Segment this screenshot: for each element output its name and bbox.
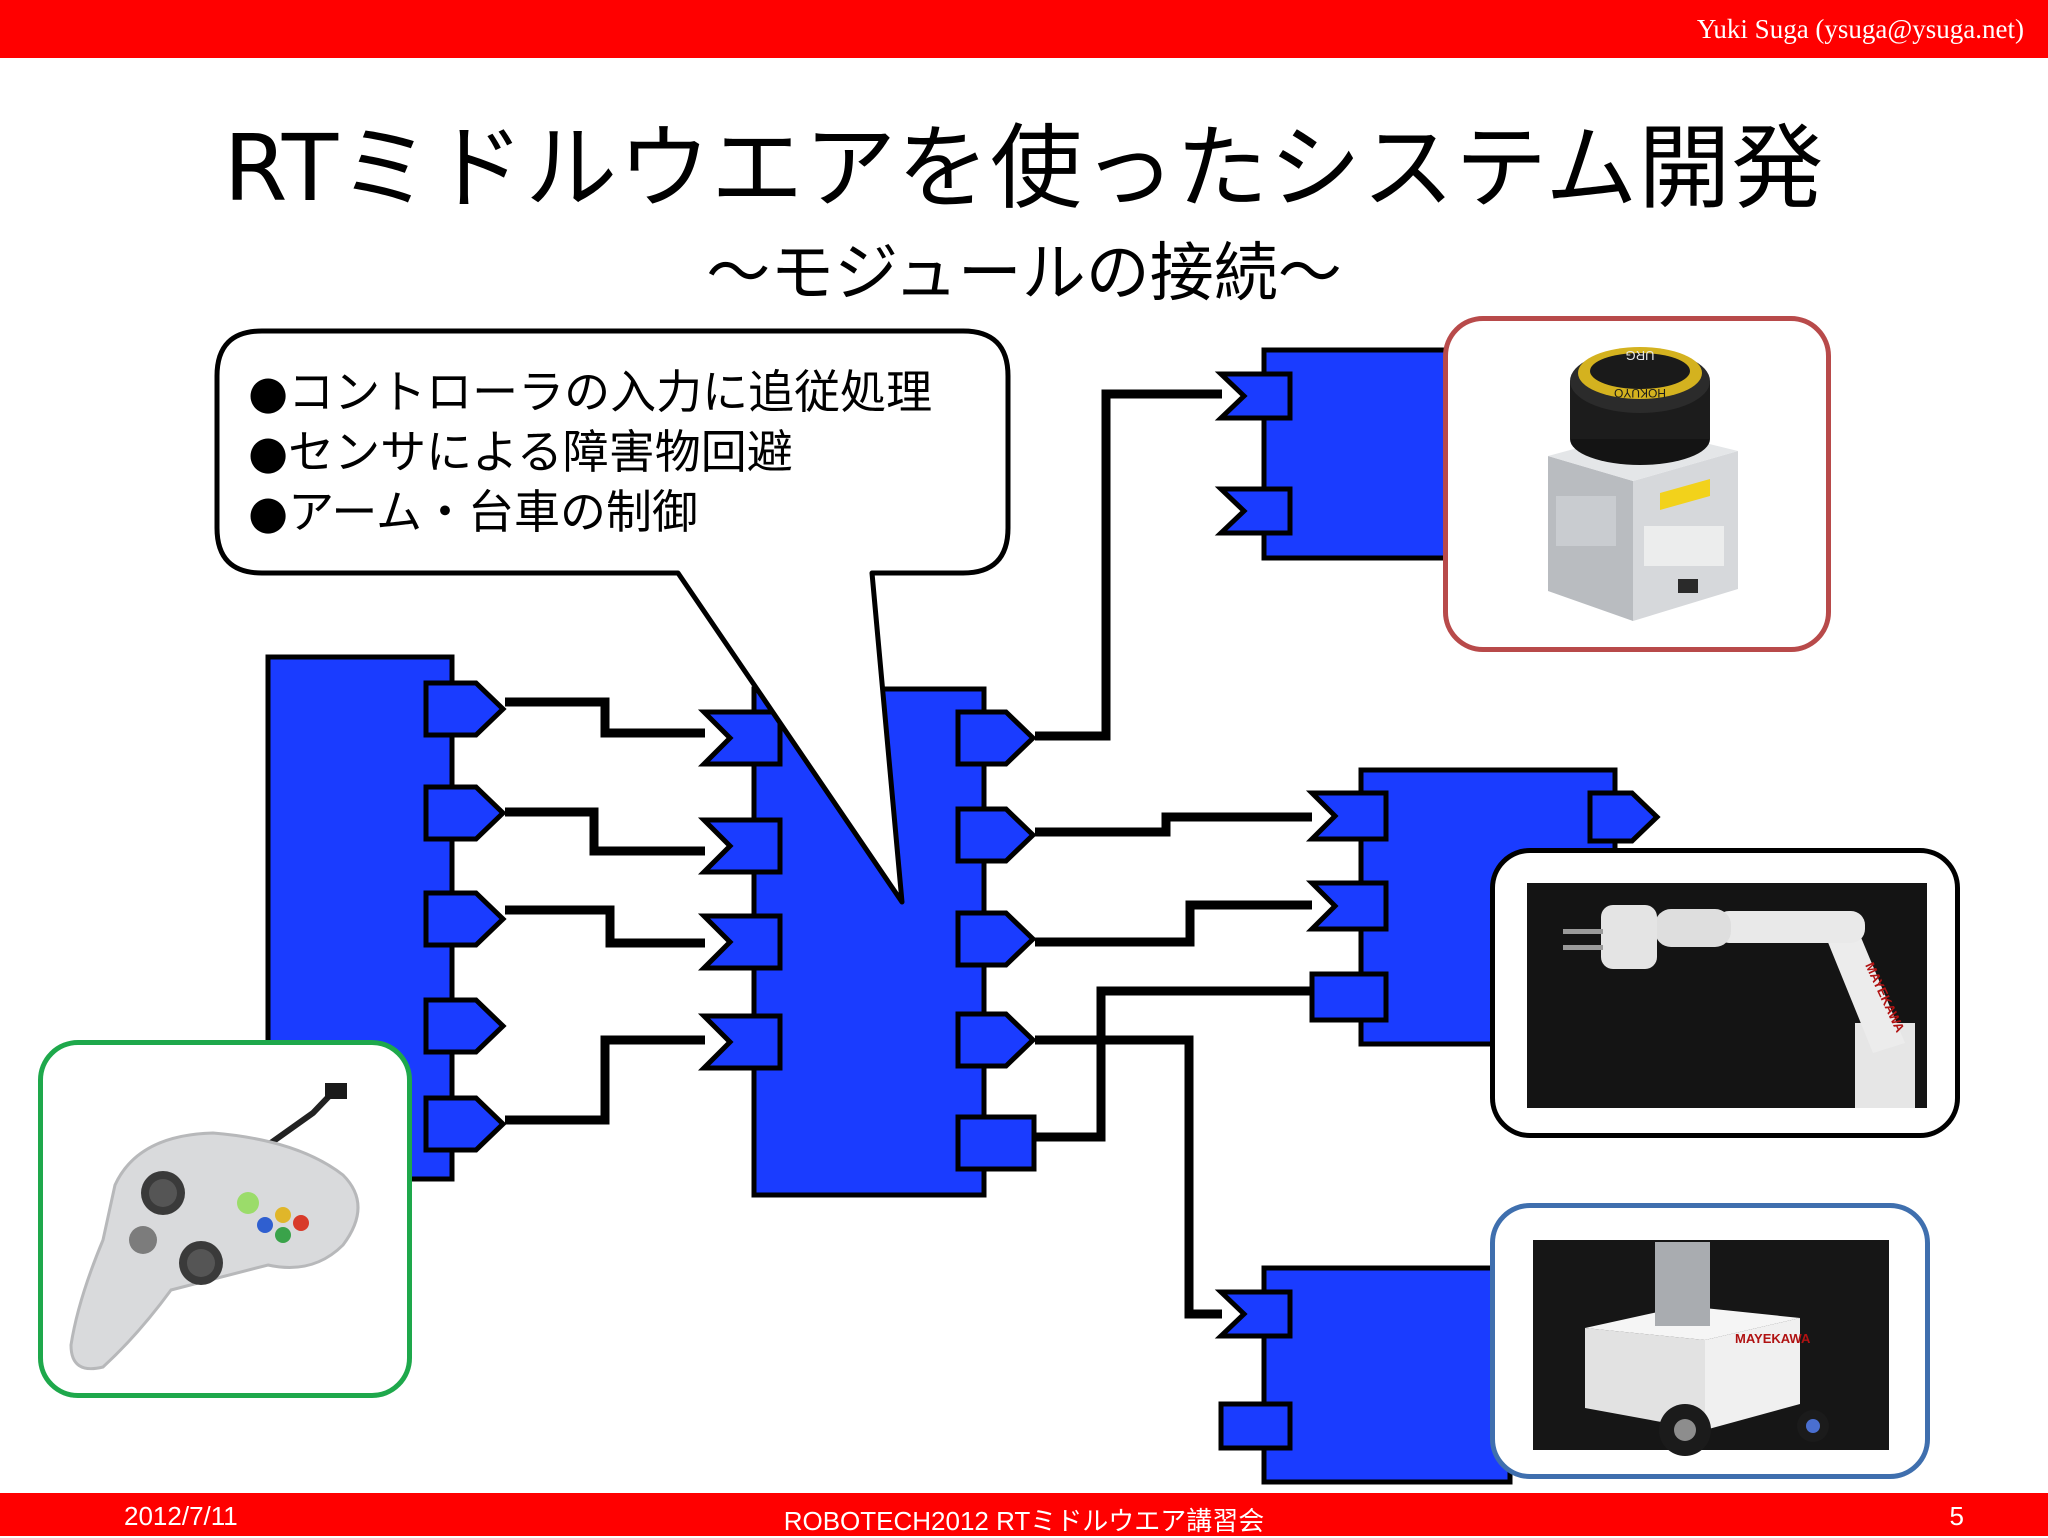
- cart-brand-label: MAYEKAWA: [1735, 1331, 1811, 1346]
- callout-item: ●センサによる障害物回避: [248, 425, 793, 479]
- footer-date: 2012/7/11: [124, 1501, 238, 1531]
- cart-component: [1214, 1265, 1513, 1485]
- lidar-sensor-image: URG HOKUYO: [1548, 347, 1738, 621]
- gamepad-image: [69, 1083, 360, 1371]
- mobile-base-photo: MAYEKAWA: [1490, 1203, 1930, 1479]
- lidar-photo: URG HOKUYO: [1443, 316, 1831, 652]
- slide-title: RTミドルウエアを使ったシステム開発: [223, 115, 1825, 222]
- author-credit: Yuki Suga (ysuga@ysuga.net): [1696, 14, 2024, 44]
- wire-d: [505, 1035, 705, 1125]
- wire-h: [1035, 1035, 1222, 1319]
- wire-b: [505, 807, 705, 856]
- header-bar: [0, 0, 2048, 58]
- wire-f: [1035, 812, 1312, 837]
- wire-e: [1035, 389, 1222, 741]
- callout-text: ●コントローラの入力に追従処理 ●センサによる障害物回避 ●アーム・台車の制御: [248, 362, 932, 542]
- mobile-base-image: MAYEKAWA: [1533, 1240, 1889, 1456]
- lidar-label-urg: URG: [1626, 348, 1655, 363]
- wire-g: [1035, 900, 1312, 947]
- callout-bubble: [214, 328, 1011, 905]
- footer-event: ROBOTECH2012 RTミドルウエア講習会: [783, 1506, 1265, 1536]
- lidar-component: [1214, 347, 1452, 561]
- page-number: 5: [1949, 1501, 1964, 1531]
- lidar-label-brand: HOKUYO: [1614, 386, 1666, 400]
- robot-arm-photo: MAYEKAWA: [1490, 848, 1960, 1138]
- wire-a: [505, 697, 705, 738]
- robot-arm-image: MAYEKAWA: [1527, 883, 1927, 1108]
- slide-subtitle: ～モジュールの接続～: [706, 237, 1342, 311]
- footer-bar: [0, 1493, 2048, 1536]
- connection-wires: [505, 389, 1312, 1319]
- wire-i: [1035, 986, 1312, 1142]
- wire-c: [505, 905, 705, 948]
- callout-item: ●アーム・台車の制御: [248, 485, 698, 539]
- gamepad-photo: [38, 1040, 412, 1398]
- callout-item: ●コントローラの入力に追従処理: [248, 365, 933, 419]
